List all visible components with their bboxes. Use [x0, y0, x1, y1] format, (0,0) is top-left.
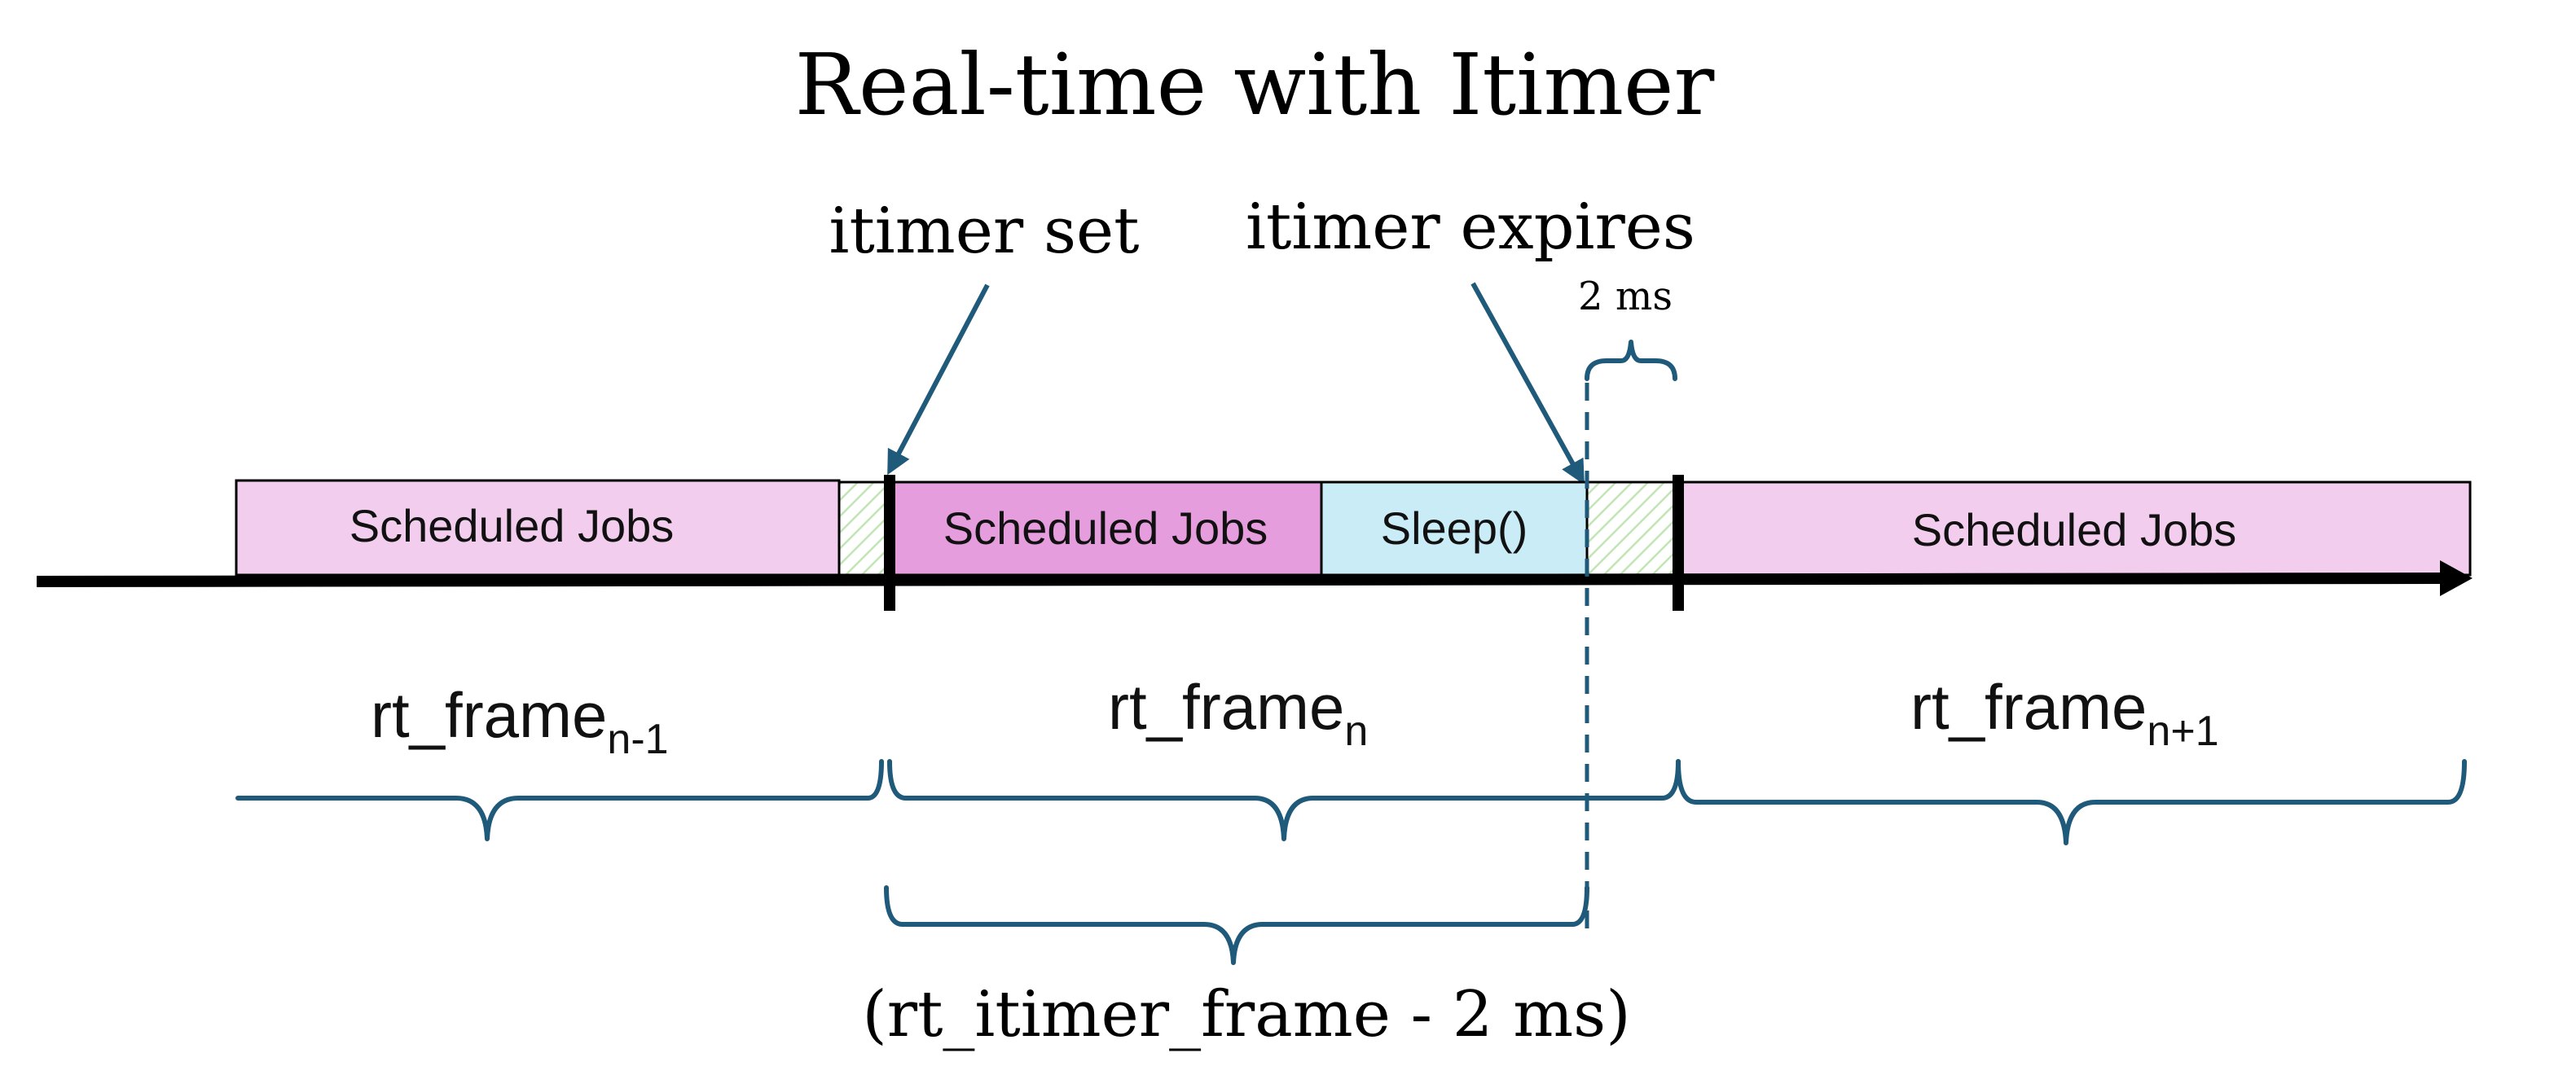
frame-brace-current [887, 759, 1681, 841]
scheduled-jobs-next-block [1677, 480, 2472, 577]
scheduled-jobs-next-label: Scheduled Jobs [1912, 504, 2237, 555]
two-ms-brace [1585, 340, 1677, 381]
sleep-label: Sleep() [1381, 502, 1528, 554]
frame-label-current: rt_framen [1108, 671, 1368, 755]
itimer-frame-brace [884, 885, 1589, 965]
timeline-axis [36, 573, 2445, 587]
itimer-expires-arrow [1470, 282, 1585, 485]
itimer-frame-label: (rt_itimer_frame - 2 ms) [862, 978, 1630, 1051]
sleep-block [1320, 480, 1589, 577]
scheduled-jobs-current-block [888, 480, 1323, 577]
idle-gap-current [1585, 480, 1680, 577]
scheduled-jobs-current-label: Scheduled Jobs [943, 502, 1268, 554]
frame-label-next: rt_framen+1 [1910, 671, 2219, 755]
diagram-title: Real-time with Itimer [795, 35, 1715, 134]
itimer-set-label: itimer set [829, 195, 1140, 268]
frame-brace-prev [235, 759, 884, 841]
frame-label-prev: rt_framen-1 [371, 679, 669, 763]
timeline-arrowhead [2440, 560, 2473, 596]
itimer-set-arrow [887, 283, 990, 476]
itimer-expires-label: itimer expires [1246, 191, 1695, 264]
frame-brace-next [1676, 759, 2467, 845]
two-ms-label: 2 ms [1578, 274, 1673, 319]
scheduled-jobs-prev-block [235, 479, 841, 577]
idle-gap-prev [837, 480, 891, 577]
scheduled-jobs-prev-label: Scheduled Jobs [349, 500, 675, 551]
